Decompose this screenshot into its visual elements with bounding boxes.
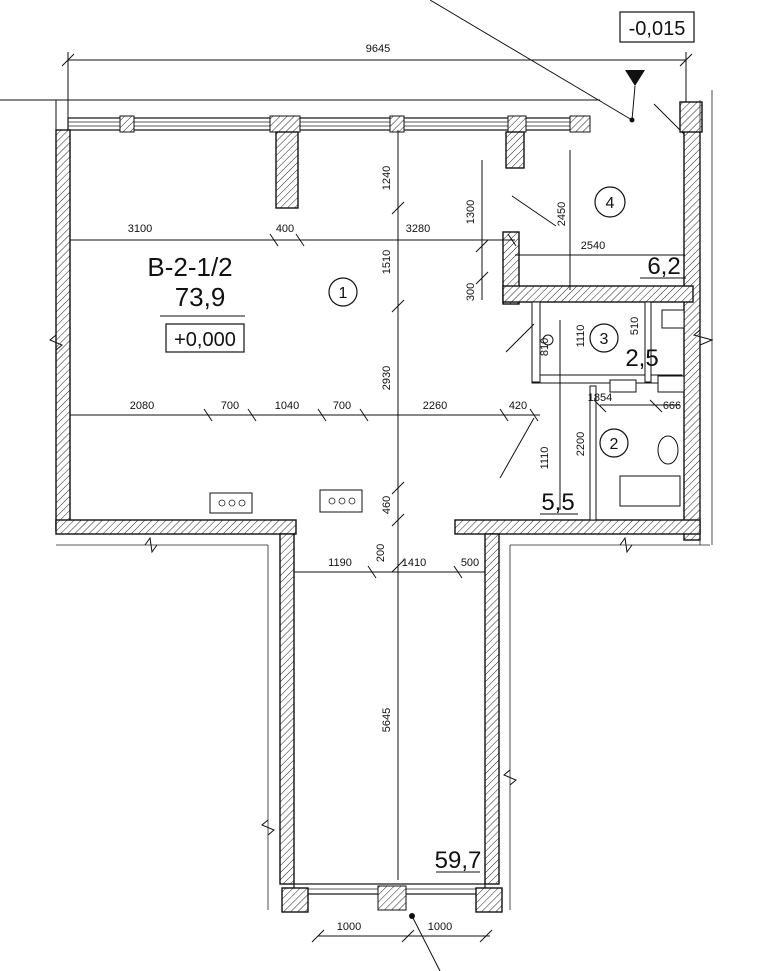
dim-1110b: 1110 xyxy=(539,447,551,470)
sink-icon xyxy=(661,309,685,329)
elevation-marker: -0,015 xyxy=(429,0,695,141)
elevation-label: -0,015 xyxy=(629,18,686,40)
radiator-right-icon xyxy=(319,489,363,513)
dim-460: 460 xyxy=(381,496,393,514)
dim-3100: 3100 xyxy=(128,223,152,235)
dim-2080: 2080 xyxy=(130,400,154,412)
dim-420: 420 xyxy=(509,400,527,412)
shelf-icon xyxy=(609,379,637,393)
dim-1000a: 1000 xyxy=(337,921,361,933)
overall-dimension: 9645 xyxy=(61,43,693,118)
room-4-number: 4 xyxy=(606,195,615,212)
dim-1300: 1300 xyxy=(465,200,477,224)
dimension-texts: 3100 400 3280 2540 2080 700 1040 700 226… xyxy=(128,223,681,933)
radiator-left-icon xyxy=(209,492,253,514)
dim-400: 400 xyxy=(276,223,294,235)
dim-1190: 1190 xyxy=(328,557,352,569)
dim-666: 666 xyxy=(663,400,681,412)
room-3-number: 3 xyxy=(600,331,609,348)
level-triangle-icon xyxy=(625,70,645,86)
dimension-texts-vertical: 1240 1510 2930 460 200 5645 1300 300 245… xyxy=(375,166,641,732)
room-2-area: 5,5 xyxy=(541,489,574,516)
dim-1240: 1240 xyxy=(381,166,393,190)
room-2-number: 2 xyxy=(610,436,619,453)
dim-700b: 700 xyxy=(333,400,351,412)
dim-1110a: 1110 xyxy=(575,325,587,348)
room-4-area: 6,2 xyxy=(647,253,680,280)
room-1-area: 59,7 xyxy=(435,847,482,874)
dim-1510: 1510 xyxy=(381,250,393,274)
dim-500: 500 xyxy=(461,557,479,569)
bottom-window-strip xyxy=(281,883,503,971)
wheelchair-icon xyxy=(619,475,681,507)
dim-1000b: 1000 xyxy=(428,921,452,933)
toilet-icon xyxy=(657,435,679,465)
fixtures xyxy=(209,309,685,514)
dim-300: 300 xyxy=(465,283,477,301)
dim-510: 510 xyxy=(629,317,641,335)
dim-1410: 1410 xyxy=(402,557,426,569)
dim-3280: 3280 xyxy=(406,223,430,235)
break-marks xyxy=(49,329,714,836)
drain-icon xyxy=(542,334,554,346)
dim-1040: 1040 xyxy=(275,400,299,412)
apartment-level: +0,000 xyxy=(174,329,236,351)
dim-2200: 2200 xyxy=(575,432,587,456)
apartment-code: B-2-1/2 xyxy=(147,252,232,282)
dim-2930: 2930 xyxy=(381,366,393,390)
room-markers: 1 2 3 4 xyxy=(328,186,629,458)
room-3-area: 2,5 xyxy=(625,345,658,372)
room-1-number: 1 xyxy=(339,285,348,302)
apartment-area: 73,9 xyxy=(175,282,226,312)
dim-700a: 700 xyxy=(221,400,239,412)
dim-5645: 5645 xyxy=(381,708,393,732)
dimension-lines xyxy=(70,130,685,943)
walls xyxy=(55,90,713,910)
dim-2450: 2450 xyxy=(556,202,568,226)
washbasin-icon xyxy=(657,375,685,393)
apartment-label: B-2-1/2 73,9 +0,000 xyxy=(147,252,245,353)
dim-810: 810 xyxy=(539,338,551,356)
top-window-strip xyxy=(67,115,591,133)
dim-2540: 2540 xyxy=(581,240,605,252)
room-areas: 59,7 5,5 2,5 6,2 xyxy=(435,253,686,874)
dim-1854: 1854 xyxy=(588,392,612,404)
dim-2260: 2260 xyxy=(423,400,447,412)
dim-200: 200 xyxy=(375,544,387,562)
dim-overall: 9645 xyxy=(366,43,390,55)
